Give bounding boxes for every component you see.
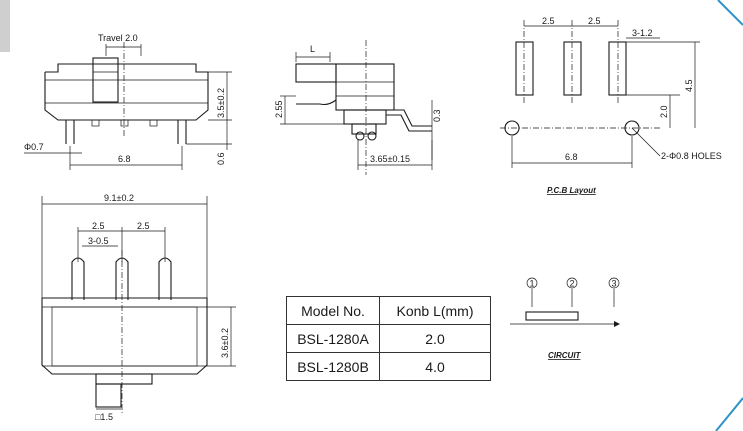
front-pin-width: 3-0.5 bbox=[88, 236, 109, 246]
knob-square-label: □1.5 bbox=[95, 412, 113, 422]
circuit-pin-1 bbox=[526, 277, 538, 289]
pcb-pitch-a: 2.5 bbox=[542, 16, 555, 26]
pin-dia-label: Φ0.7 bbox=[24, 142, 44, 152]
pcb-hole-span: 6.8 bbox=[565, 152, 578, 162]
table-row: BSL-1280A 2.0 bbox=[286, 324, 491, 353]
svg-text:3: 3 bbox=[612, 279, 617, 289]
pcb-pad-width: 3-1.2 bbox=[632, 28, 653, 38]
table-cell-knob: 2.0 bbox=[379, 324, 491, 353]
table-cell-model: BSL-1280A bbox=[286, 324, 380, 353]
circuit-caption: CIRCUIT bbox=[548, 351, 582, 360]
pin-span-label: 6.8 bbox=[118, 154, 131, 164]
model-table: Model No. Konb L(mm) BSL-1280A 2.0 BSL-1… bbox=[286, 296, 491, 381]
frame-corner-top bbox=[717, 0, 743, 26]
pcb-layout: 2.5 2.5 3-1.2 4.5 2.0 6.8 2-Φ0.8 HOLES P… bbox=[500, 16, 722, 195]
table-header-knob: Konb L(mm) bbox=[379, 296, 491, 325]
travel-label: Travel 2.0 bbox=[98, 33, 138, 43]
side-view: L 2.55 0.3 3.65±0.15 bbox=[274, 40, 442, 175]
svg-text:2: 2 bbox=[570, 279, 575, 289]
thickness-label: 0.3 bbox=[432, 109, 442, 122]
pcb-holes: 2-Φ0.8 HOLES bbox=[661, 151, 722, 161]
svg-text:1: 1 bbox=[530, 279, 535, 289]
front-view: 9.1±0.2 2.5 2.5 3-0.5 3.6±0.2 □1.5 bbox=[41, 193, 236, 422]
pcb-caption: P.C.B Layout bbox=[547, 186, 596, 195]
circuit-pin-3 bbox=[608, 277, 620, 289]
circuit-diagram: 1 2 3 CIRCUIT bbox=[510, 277, 620, 360]
side-height-label: 2.55 bbox=[274, 100, 284, 118]
table-cell-model: BSL-1280B bbox=[286, 352, 380, 381]
table-header-row: Model No. Konb L(mm) bbox=[286, 296, 491, 325]
frame-corner-bottom bbox=[715, 397, 743, 431]
pcb-pad-height: 4.5 bbox=[684, 79, 694, 92]
table-row: BSL-1280B 4.0 bbox=[286, 352, 491, 381]
front-height-label: 3.6±0.2 bbox=[220, 328, 230, 358]
pin-length-label: 0.6 bbox=[216, 152, 226, 165]
pcb-hole-offset: 2.0 bbox=[659, 105, 669, 118]
front-pitch-b: 2.5 bbox=[137, 221, 150, 231]
knob-l-label: L bbox=[310, 44, 315, 54]
depth-label: 3.65±0.15 bbox=[370, 154, 410, 164]
front-width-label: 9.1±0.2 bbox=[104, 193, 134, 203]
table-cell-knob: 4.0 bbox=[379, 352, 491, 381]
frame-tab bbox=[0, 0, 10, 52]
height-label: 3.5±0.2 bbox=[216, 88, 226, 118]
top-view: Travel 2.0 3.5±0.2 0.6 Φ0.7 6.8 bbox=[24, 33, 232, 170]
pcb-pitch-b: 2.5 bbox=[588, 16, 601, 26]
front-pitch-a: 2.5 bbox=[92, 221, 105, 231]
table-header-model: Model No. bbox=[286, 296, 380, 325]
circuit-pin-2 bbox=[566, 277, 578, 289]
